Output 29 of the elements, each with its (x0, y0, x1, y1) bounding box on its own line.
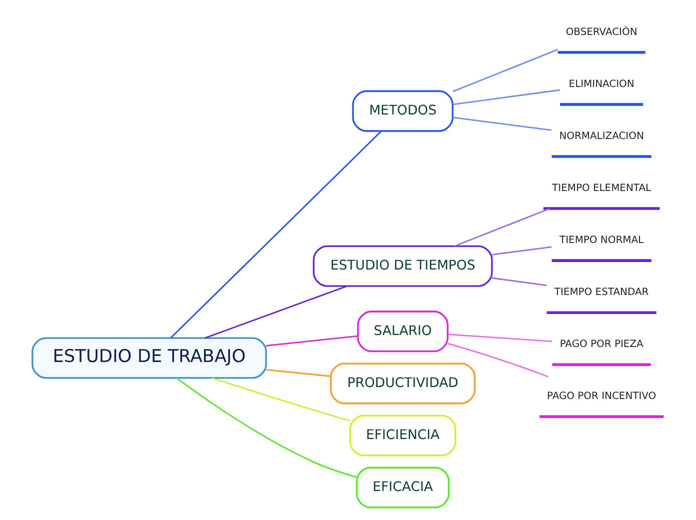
connector (212, 377, 350, 422)
node-box: METODOS (352, 90, 454, 132)
node-box: ESTUDIO DE TIEMPOS (312, 245, 493, 287)
connector (176, 378, 357, 478)
node-text: TIEMPO NORMAL (560, 235, 644, 246)
node-text: PAGO POR INCENTIVO (546, 391, 656, 402)
connector (266, 369, 331, 377)
node-box: ESTUDIO DE TRABAJO (32, 337, 267, 379)
node-text: PAGO POR PIEZA (560, 339, 644, 350)
connector (204, 285, 348, 339)
connector (448, 342, 549, 378)
connector (492, 246, 552, 256)
node-text: OBSERVACIÒN (566, 26, 638, 38)
node-text: ELIMINACION (568, 78, 634, 90)
connector (492, 277, 547, 286)
connector (454, 208, 550, 247)
node-text: TIEMPO ESTANDAR (554, 287, 649, 298)
connector (170, 130, 382, 338)
node-box: EFICIENCIA (349, 414, 456, 456)
node-text: NORMALIZACION (559, 130, 644, 142)
connector (452, 116, 552, 131)
connector (448, 334, 552, 342)
node-text: TIEMPO ELEMENTAL (552, 183, 652, 194)
node-box: SALARIO (357, 310, 448, 352)
connector (452, 89, 560, 106)
node-box: EFICACIA (356, 466, 450, 508)
connector (266, 335, 358, 346)
connector (452, 48, 558, 92)
node-box: PRODUCTIVIDAD (330, 362, 476, 404)
